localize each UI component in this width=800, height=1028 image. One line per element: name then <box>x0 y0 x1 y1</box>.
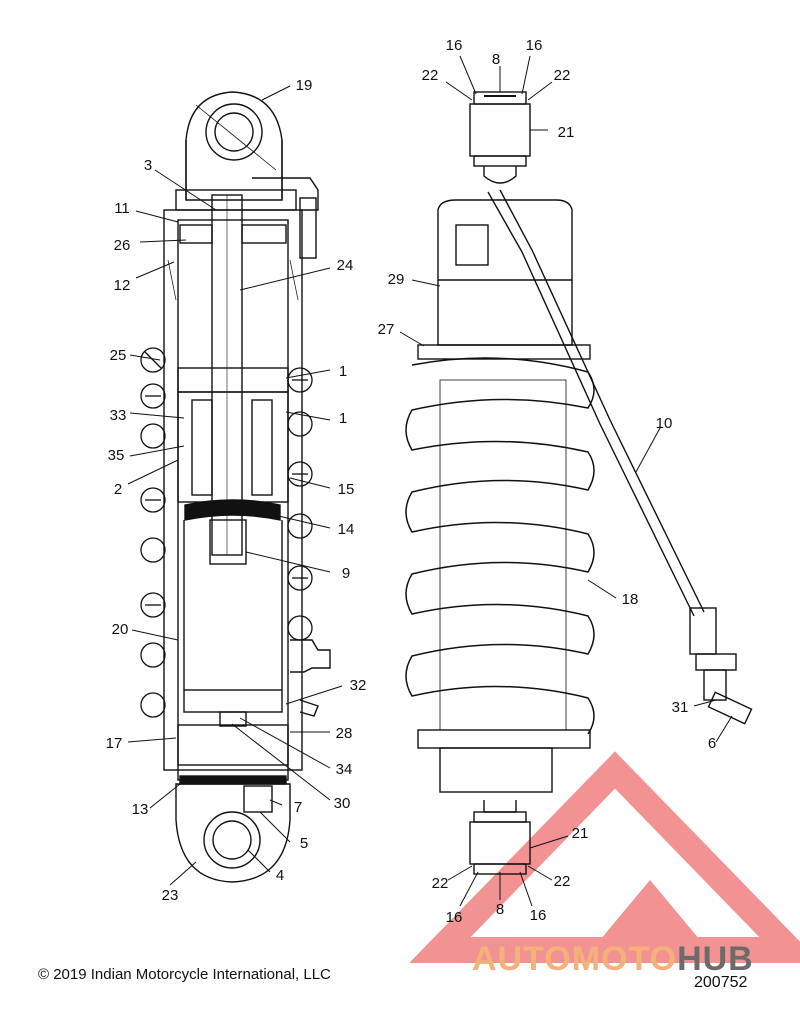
callout-20: 20 <box>112 621 129 638</box>
callout-33: 33 <box>110 407 127 424</box>
callout-17: 17 <box>106 735 123 752</box>
callout-r22d: 22 <box>554 873 571 890</box>
drawing-number: 200752 <box>694 974 748 991</box>
callout-5: 5 <box>300 835 308 852</box>
callout-r6: 6 <box>708 735 716 752</box>
callout-1a: 1 <box>339 363 347 380</box>
callout-r8a: 8 <box>492 51 500 68</box>
callout-13: 13 <box>132 801 149 818</box>
spring-coil-sections-left <box>140 347 313 718</box>
callout-28: 28 <box>336 725 353 742</box>
callout-r8b: 8 <box>496 901 504 918</box>
callout-r21b: 21 <box>572 825 589 842</box>
callout-r16b: 16 <box>526 37 543 54</box>
callout-2: 2 <box>114 481 122 498</box>
callout-3: 3 <box>144 157 152 174</box>
callout-r21a: 21 <box>558 124 575 141</box>
callout-15: 15 <box>338 481 355 498</box>
callout-12: 12 <box>114 277 131 294</box>
callout-25: 25 <box>110 347 127 364</box>
callout-4: 4 <box>276 867 284 884</box>
watermark-text-part2: HUB <box>677 940 754 978</box>
callout-11: 11 <box>114 200 130 217</box>
callout-23: 23 <box>162 887 179 904</box>
callout-24: 24 <box>337 257 354 274</box>
callout-14: 14 <box>338 521 355 538</box>
callout-9: 9 <box>342 565 350 582</box>
callout-r27: 27 <box>378 321 395 338</box>
copyright-notice: © 2019 Indian Motorcycle International, … <box>38 966 331 983</box>
callout-labels: 19 3 11 26 12 24 25 1 1 33 35 2 15 14 9 … <box>106 37 717 926</box>
watermark-text: AUTOMOTOHUB <box>472 940 754 979</box>
callout-30: 30 <box>334 795 351 812</box>
shock-cross-section <box>163 91 331 883</box>
callout-34: 34 <box>336 761 353 778</box>
callout-r16d: 16 <box>530 907 547 924</box>
callout-r31: 31 <box>672 699 689 716</box>
callout-r22a: 22 <box>422 67 439 84</box>
callout-7: 7 <box>294 799 302 816</box>
watermark-text-part1: AUTOMOTO <box>472 940 678 978</box>
callout-r18: 18 <box>622 591 639 608</box>
callout-r16c: 16 <box>446 909 463 926</box>
callout-26: 26 <box>114 237 131 254</box>
callout-32: 32 <box>350 677 367 694</box>
callout-r22c: 22 <box>432 875 449 892</box>
watermark-logo <box>409 751 800 963</box>
callout-35: 35 <box>108 447 125 464</box>
leader-lines <box>127 55 733 907</box>
callout-19: 19 <box>296 77 313 94</box>
callout-r22b: 22 <box>554 67 571 84</box>
callout-r16a: 16 <box>446 37 463 54</box>
callout-1b: 1 <box>339 410 347 427</box>
shock-assembled-view <box>405 91 753 875</box>
callout-r10: 10 <box>656 415 673 432</box>
callout-r29: 29 <box>388 271 405 288</box>
